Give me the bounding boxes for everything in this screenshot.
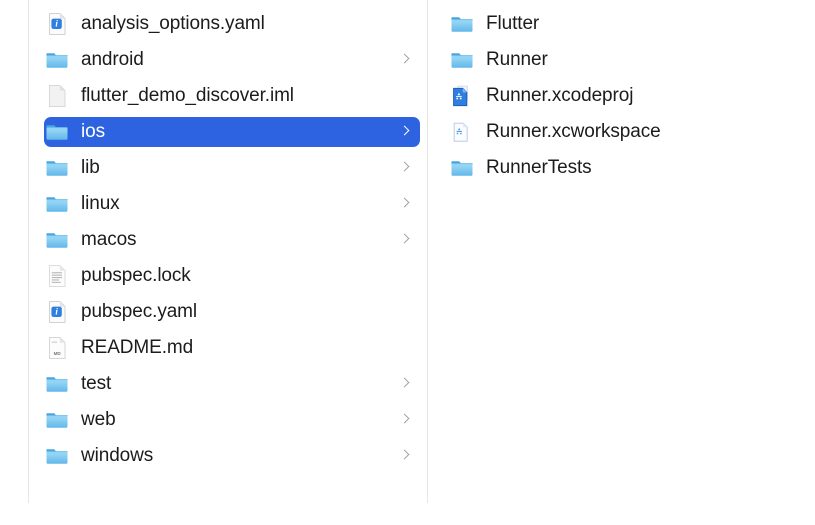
folder-icon-glyph <box>46 377 68 392</box>
folder-icon-glyph <box>46 413 68 428</box>
file-row-runnertests[interactable]: RunnerTests <box>450 153 807 183</box>
column-separator-left <box>28 0 29 503</box>
file-row-runner-xcworkspace[interactable]: Runner.xcworkspace <box>450 117 807 147</box>
chevron-right-icon[interactable] <box>400 125 412 139</box>
file-row-pubspec-lock[interactable]: pubspec.lock <box>44 261 420 291</box>
file-row-label: RunnerTests <box>486 157 592 178</box>
text-file-icon <box>45 263 69 289</box>
file-row-label: test <box>81 373 112 394</box>
file-row-label: Runner <box>486 49 548 70</box>
file-row-android[interactable]: android <box>44 45 420 75</box>
svg-text:i: i <box>55 307 58 317</box>
chevron-right-icon[interactable] <box>400 53 412 67</box>
svg-text:i: i <box>55 19 58 29</box>
file-row-label: analysis_options.yaml <box>81 13 265 34</box>
file-row-web[interactable]: web <box>44 405 420 435</box>
svg-text:MD: MD <box>54 351 62 356</box>
xcode-workspace-icon-glyph <box>453 122 468 142</box>
chevron-right-icon[interactable] <box>400 413 412 427</box>
folder-icon-glyph <box>451 161 473 176</box>
chevron-right-icon[interactable] <box>400 377 412 391</box>
file-row-flutter-demo-discover-iml[interactable]: flutter_demo_discover.iml <box>44 81 420 111</box>
folder-icon-glyph <box>46 53 68 68</box>
file-row-label: pubspec.yaml <box>81 301 198 322</box>
file-row-label: windows <box>81 445 154 466</box>
xcode-project-icon <box>450 83 474 109</box>
folder-icon <box>45 47 69 73</box>
file-row-label: web <box>81 409 116 430</box>
file-row-lib[interactable]: lib <box>44 153 420 183</box>
chevron-right-icon[interactable] <box>400 233 412 247</box>
file-row-pubspec-yaml[interactable]: i pubspec.yaml <box>44 297 420 327</box>
folder-icon-glyph <box>451 17 473 32</box>
folder-icon-glyph <box>46 197 68 212</box>
file-row-test[interactable]: test <box>44 369 420 399</box>
file-row-label: Runner.xcodeproj <box>486 85 634 106</box>
folder-icon <box>45 191 69 217</box>
folder-icon <box>45 443 69 469</box>
folder-icon <box>450 155 474 181</box>
yaml-file-icon: i <box>45 11 69 37</box>
file-row-readme-md[interactable]: MD README.md <box>44 333 420 363</box>
folder-icon <box>45 371 69 397</box>
file-row-label: lib <box>81 157 100 178</box>
file-row-windows[interactable]: windows <box>44 441 420 471</box>
folder-icon-glyph <box>46 449 68 464</box>
markdown-file-icon: MD <box>45 335 69 361</box>
folder-icon <box>45 227 69 253</box>
chevron-right-icon[interactable] <box>400 197 412 211</box>
folder-icon-glyph <box>46 233 68 248</box>
file-row-label: android <box>81 49 144 70</box>
yaml-file-icon-glyph: i <box>49 13 66 35</box>
blank-file-icon <box>45 83 69 109</box>
yaml-file-icon: i <box>45 299 69 325</box>
file-row-runner-xcodeproj[interactable]: Runner.xcodeproj <box>450 81 807 111</box>
chevron-right-icon[interactable] <box>400 161 412 175</box>
column-separator-right <box>427 0 428 503</box>
folder-icon-glyph <box>46 125 68 140</box>
file-row-label: macos <box>81 229 137 250</box>
file-row-ios[interactable]: ios <box>44 117 420 147</box>
folder-icon-glyph <box>451 53 473 68</box>
folder-icon <box>450 11 474 37</box>
file-row-macos[interactable]: macos <box>44 225 420 255</box>
xcode-project-icon-glyph <box>453 85 468 107</box>
folder-icon <box>450 47 474 73</box>
file-row-label: linux <box>81 193 120 214</box>
file-row-label: Flutter <box>486 13 540 34</box>
blank-file-icon-glyph <box>49 85 66 107</box>
markdown-file-icon-glyph: MD <box>49 337 66 359</box>
file-row-analysis-options-yaml[interactable]: i analysis_options.yaml <box>44 9 420 39</box>
file-row-label: README.md <box>81 337 194 358</box>
folder-icon <box>45 119 69 145</box>
text-file-icon-glyph <box>49 265 66 287</box>
column-gutter <box>0 0 28 525</box>
xcode-workspace-icon <box>450 119 474 145</box>
file-row-label: Runner.xcworkspace <box>486 121 661 142</box>
folder-icon <box>45 155 69 181</box>
chevron-right-icon[interactable] <box>400 449 412 463</box>
folder-icon-glyph <box>46 161 68 176</box>
file-row-label: pubspec.lock <box>81 265 191 286</box>
file-row-linux[interactable]: linux <box>44 189 420 219</box>
yaml-file-icon-glyph: i <box>49 301 66 323</box>
file-row-flutter[interactable]: Flutter <box>450 9 807 39</box>
folder-icon <box>45 407 69 433</box>
file-row-label: ios <box>81 121 105 142</box>
file-row-runner[interactable]: Runner <box>450 45 807 75</box>
file-row-label: flutter_demo_discover.iml <box>81 85 294 106</box>
